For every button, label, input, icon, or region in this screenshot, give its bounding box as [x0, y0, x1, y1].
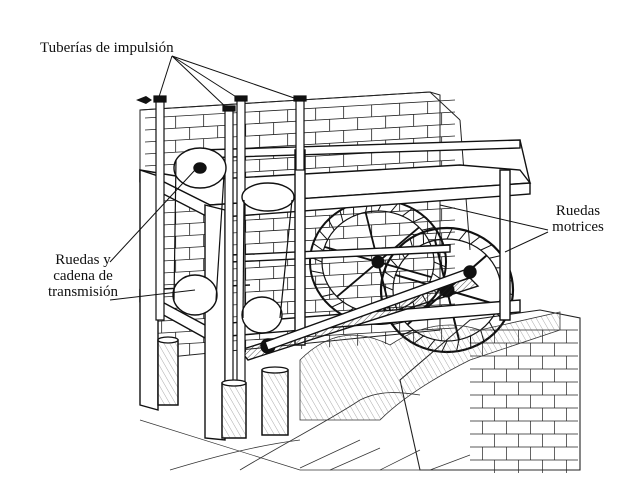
- label-line: Ruedas y: [55, 252, 111, 268]
- leader-lines: [109, 55, 549, 301]
- water-slope: [169, 311, 561, 471]
- label-ruedas-motrices: Ruedas motrices: [540, 203, 616, 235]
- label-tuberias-impulsion: Tuberías de impulsión: [40, 40, 174, 56]
- label-line: Ruedas: [555, 203, 601, 219]
- bird-mark: [136, 96, 152, 104]
- label-ruedas-cadena-transmision: Ruedas y cadena de transmisión: [34, 252, 132, 300]
- transmission-wheels: [172, 147, 295, 354]
- label-line: cadena de: [53, 268, 113, 284]
- pump-cylinders: [157, 336, 289, 439]
- label-line: transmisión: [48, 284, 118, 300]
- label-line: motrices: [552, 219, 604, 235]
- transmission-chain: [173, 159, 293, 319]
- connecting-rod: [264, 265, 477, 351]
- ground: [139, 419, 560, 471]
